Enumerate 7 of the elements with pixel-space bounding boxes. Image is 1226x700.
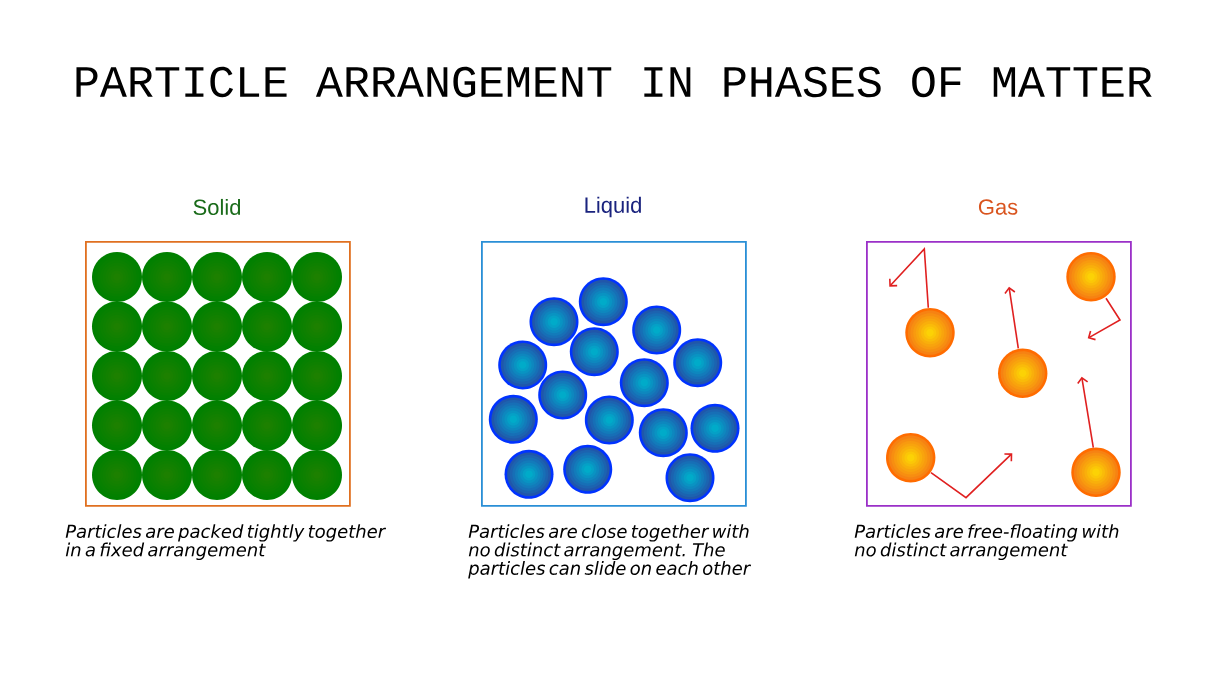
description-text: Particles are free-floating with no distinct arrangement [854,524,1119,561]
description-text: Particles are packed tightly together in a fixed arrangement [65,524,387,561]
description-text: Particles are close together with no distinct arrangement. The particles can slide on each other [468,524,752,579]
panel-box: Liquid [481,196,747,507]
title: PARTICLE ARRANGEMENT IN PHASES OF MATTER [76,66,1152,98]
panel-box: Solid [85,198,351,507]
panel-box: Gas [866,199,1132,507]
